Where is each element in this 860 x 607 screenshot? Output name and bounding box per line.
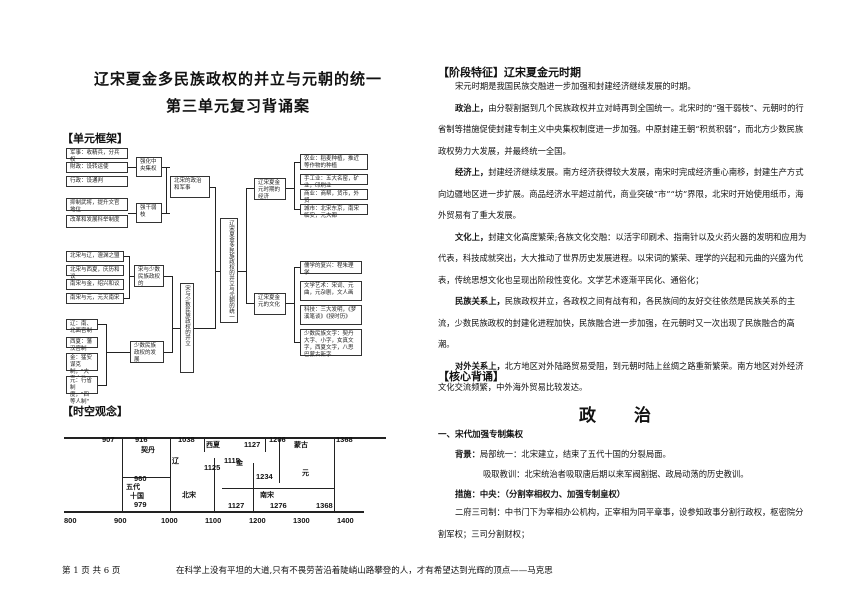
mm-culture-item-3: 科技：三大发明，《梦溪笔谈》《授时历》: [300, 305, 362, 325]
para-ethnic-label: 民族关系上，: [455, 296, 505, 306]
para-culture-text: 封建文化高度繁荣;各族文化交融：以活字印刷术、指南针以及火药火器的发明和应用为代…: [438, 231, 807, 285]
stage-intro: 宋元时期是我国民族交融进一步加强和封建经济继续发展的时期。: [455, 81, 696, 91]
tl-axis-1100: 1100: [205, 516, 222, 525]
tl-label-jin: 金: [236, 459, 243, 467]
mm-dev-item-4: 元：行省制度，"四等人制": [66, 376, 98, 405]
mm-ethnic-node: 宋与少数民族政权的: [134, 265, 164, 287]
mm-strengthen-item-2: 財政：设转运使: [66, 162, 128, 173]
mm-economy-item-3: 商业：商帮，货币，外贸: [300, 189, 368, 204]
mm-culture-item-2: 文学艺术：宋词、元曲，元杂剧，文人画: [300, 281, 362, 301]
para-foreign-text: 北方地区对外陆路贸易受阻，到元朝时陆上丝绸之路重新繁荣。南方地区对外经济文化交流…: [438, 360, 804, 393]
tl-year-1127b: 1127: [228, 501, 245, 510]
tl-year-1368b: 1368: [316, 501, 333, 510]
tl-label-menggu: 蒙古: [294, 441, 308, 449]
tl-year-1127a: 1127: [244, 440, 261, 449]
para-economy-text: 封建经济继续发展。南方经济获得较大发展，南宋时完成经济重心南移，封建生产方式向边…: [438, 167, 804, 220]
tl-label-yuan: 元: [302, 469, 309, 477]
framework-heading: 【单元框架】: [62, 132, 128, 145]
tl-label-nansong: 南宋: [260, 491, 274, 499]
tl-year-1234: 1234: [256, 472, 273, 481]
mm-culture-item-1: 儒学的复兴：程朱理学: [300, 261, 362, 276]
mm-dev-item-2: 西夏：藩汉官制: [66, 337, 98, 352]
tl-label-wudai: 五代: [126, 483, 140, 491]
mm-dev-item-1: 辽：南、北面官制: [66, 319, 98, 334]
tl-year-1206: 1206: [269, 435, 286, 444]
tl-year-1368a: 1368: [336, 435, 353, 444]
mm-weak-node: 强干弱枝: [136, 203, 162, 223]
last-paragraph: 二府三司制：中书门下为宰相办公机构，正宰相为同平章事，设参知政事分割行政权，枢密…: [438, 502, 808, 545]
mm-ethnic-item-3: 南宋与金，绍兴和议: [66, 279, 124, 290]
tl-axis-1000: 1000: [161, 516, 178, 525]
doc-title: 辽宋夏金多民族政权的并立与元朝的统一: [93, 70, 382, 88]
para-economy: 经济上，封建经济继续发展。南方经济获得较大发展，南宋时完成经济重心南移，封建生产…: [438, 162, 808, 227]
background-text: 局部统一：北宋建立，结束了五代十国的分裂局面。: [479, 449, 671, 459]
mm-ethnic-item-1: 北宋与辽，澶渊之盟: [66, 251, 124, 262]
core-heading: 【核心背诵】: [438, 370, 504, 383]
mm-ethnic-item-2: 北宋与西夏，庆历和议: [66, 265, 124, 280]
para-foreign: 对外关系上，北方地区对外陆路贸易受阻，到元朝时陆上丝绸之路重新繁荣。南方地区对外…: [438, 356, 808, 399]
measures-line: 措施：中央：（分割宰相权力、加强专制皇权）: [455, 488, 805, 500]
tl-year-1125: 1125: [204, 463, 221, 472]
tl-label-qidan: 契丹: [141, 446, 155, 454]
tl-axis-900: 900: [114, 516, 127, 525]
mind-map: 军事：收精兵，分兵权 財政：设转运使 行政：设通判 强化中央集权 抑制武将，提升…: [64, 143, 422, 405]
mm-politics-node: 北宋的政治和军事: [170, 176, 210, 198]
mm-ethnic-item-4: 南宋与元，元灭南宋: [66, 293, 124, 304]
stage-body: 宋元时期是我国民族交融进一步加强和封建经济继续发展的时期。 政治上，由分裂割据到…: [438, 76, 808, 399]
tl-label-beisong: 北宋: [182, 491, 196, 499]
page-number: 第 1 页 共 6 页: [62, 566, 121, 576]
tl-axis-1200: 1200: [249, 516, 266, 525]
para-culture-label: 文化上，: [455, 231, 489, 242]
para-economy-label: 经济上，: [455, 167, 489, 177]
measures-label: 措施：: [455, 489, 480, 499]
mm-economy-node: 辽宋夏金元时期的经济: [254, 178, 286, 200]
last-paragraph-text: 二府三司制：中书门下为宰相办公机构，正宰相为同平章事，设参知政事分割行政权，枢密…: [438, 507, 804, 539]
mm-economy-item-4: 城市：北宋东京，南宋临安，元大都: [300, 204, 368, 219]
mm-culture-node: 辽宋夏金元的文化: [254, 293, 286, 315]
tl-year-1115: 1115: [224, 456, 240, 465]
para-politics: 政治上，由分裂割据到几个民族政权并立对峙再到全国统一。北宋时的“强干弱枝”、元朝…: [438, 98, 808, 163]
background-label: 背景：: [455, 449, 480, 459]
lesson-line: 吸取教训：北宋统治者吸取唐后期以来军阀割据、政局动荡的历史教训。: [483, 469, 749, 479]
mm-root-node: 辽宋夏金多民族政权的并立与元朝的统一: [220, 218, 238, 323]
para-politics-text: 由分裂割据到几个民族政权并立对峙再到全国统一。北宋时的“强干弱枝”、元朝时的行省…: [438, 102, 804, 156]
mm-minority-node: 宋与少数民族政权的并立: [180, 283, 194, 373]
mm-dev-item-3: 金：猛安谋克制，"大定之治": [66, 353, 98, 382]
measures-text: 中央：（分割宰相权力、加强专制皇权）: [479, 489, 626, 499]
mm-culture-item-4: 少数民族文字：契丹大字、小字，女真文字，西夏文字，八思巴蒙古新字: [300, 329, 362, 358]
timeline: 907 916 1038 1127 1206 1368 1115 1125 12…: [64, 430, 386, 530]
footer-quote: 在科学上没有平坦的大道,只有不畏劳苦沿着陡峭山路攀登的人，才有希望达到光辉的顶点…: [176, 566, 553, 576]
timeline-heading: 【时空观念】: [62, 405, 128, 418]
tl-year-979: 979: [134, 500, 147, 509]
mm-strengthen-item-1: 军事：收精兵，分兵权: [66, 148, 128, 163]
mm-weak-item-1: 抑制武将，提升文官地位: [66, 198, 128, 213]
para-ethnic: 民族关系上，民族政权并立，各政权之间有战有和，各民族间的友好交往依然是民族关系的…: [438, 291, 808, 356]
tl-axis-1300: 1300: [293, 516, 310, 525]
mm-economy-item-2: 手工业：五大名窑，矿业，印刷业: [300, 174, 368, 189]
section-1-heading: 一、宋代加强专制集权: [438, 430, 524, 440]
mm-weak-item-2: 改革和发展科举制度: [66, 215, 128, 228]
para-foreign-label: 对外关系上，: [455, 360, 505, 371]
mm-strengthen-item-3: 行政：设通判: [66, 176, 128, 187]
para-culture: 文化上，封建文化高度繁荣;各族文化交融：以活字印刷术、指南针以及火药火器的发明和…: [438, 227, 808, 292]
tl-label-xixia: 西夏: [206, 441, 220, 449]
tl-label-liao: 辽: [172, 457, 179, 465]
tl-label-shiguo: 十国: [130, 492, 144, 500]
stage-heading: 【阶段特征】辽宋夏金元时期: [438, 66, 581, 79]
tl-year-907: 907: [102, 435, 115, 444]
para-politics-label: 政治上，: [455, 102, 489, 113]
doc-subtitle: 第三单元复习背诵案: [165, 97, 310, 115]
mm-dev-node: 少数民族政权的发展: [130, 341, 164, 363]
para-ethnic-text: 民族政权并立，各政权之间有战有和，各民族间的友好交往依然是民族关系的主流，少数民…: [438, 296, 796, 349]
tl-year-960: 960: [134, 474, 147, 483]
tl-year-1276: 1276: [270, 501, 287, 510]
tl-year-916: 916: [135, 435, 148, 444]
tl-year-1038: 1038: [178, 435, 195, 444]
politics-title: 政 治: [579, 406, 667, 426]
tl-axis-800: 800: [64, 516, 77, 525]
background-line: 背景：局部统一：北宋建立，结束了五代十国的分裂局面。: [455, 448, 805, 460]
mm-economy-item-1: 农业：稻麦种植，推近等作物的种植: [300, 154, 368, 170]
tl-axis-1400: 1400: [337, 516, 354, 525]
mm-strengthen-node: 强化中央集权: [136, 157, 162, 177]
